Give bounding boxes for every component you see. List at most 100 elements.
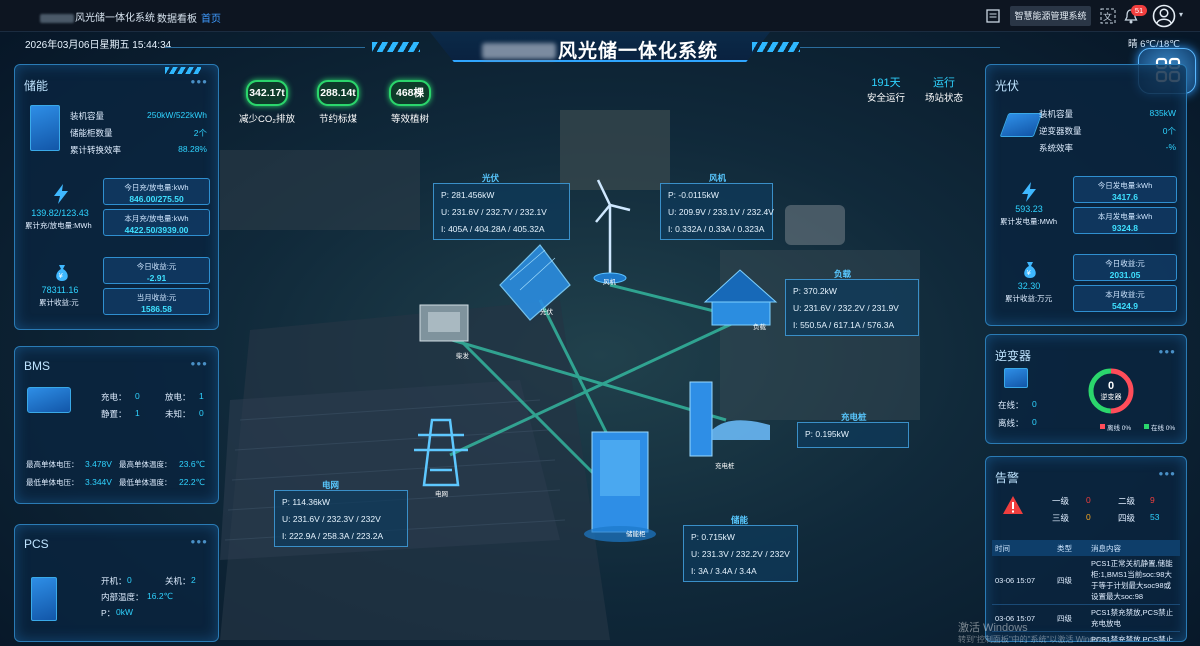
inverter-donut-chart: [1088, 368, 1134, 414]
bms-min-voltage-value: 3.344V: [85, 477, 112, 487]
panel-stripes: [165, 67, 201, 74]
pv-row-label: 逆变器数量: [1039, 126, 1082, 136]
header-stripes-left: [372, 42, 420, 52]
activation-watermark-title: 激活 Windows: [958, 622, 1028, 634]
storage-income-total-label: 累计收益:元: [39, 298, 79, 307]
system-switch-button[interactable]: 智慧能源管理系统: [1010, 6, 1091, 26]
pv-panel: 光伏 装机容量 835kW 逆变器数量 0个 系统效率 -% 593.23 累计…: [985, 64, 1187, 326]
pv-device-icon[interactable]: [499, 244, 571, 321]
table-row[interactable]: 03-06 15:07 四级 PCS1正常关机静置,储能柜:1,BMS1当前so…: [992, 556, 1180, 605]
legend-online-swatch: [1144, 424, 1149, 429]
inverter-online-value: 0: [1032, 399, 1037, 409]
pv-income-today-label: 今日收益:元: [1105, 259, 1145, 268]
legend-online: 在线 0%: [1151, 425, 1176, 432]
node-wind-info[interactable]: P: -0.0115kW U: 209.9V / 233.1V / 232.4V…: [660, 183, 774, 240]
storage-cabinet-device-icon[interactable]: [584, 431, 656, 542]
pv-month-label: 本月发电量:kWh: [1097, 212, 1153, 221]
node-load-info[interactable]: P: 370.2kW U: 231.6V / 232.2V / 231.9V I…: [785, 279, 919, 336]
alarm-l2-label: 二级: [1118, 496, 1136, 506]
table-row[interactable]: 03-06 15:05 四级 PCS1禁充禁放,PCS禁止充电放电: [992, 631, 1180, 641]
wind-turbine-icon[interactable]: [593, 179, 631, 284]
nav-item-home[interactable]: 首页: [201, 14, 221, 25]
node-pv-tag: 光伏: [482, 173, 500, 183]
pcs-temp-label: 内部温度：: [101, 592, 144, 602]
pv-today-box: 今日发电量:kWh 3417.6: [1073, 176, 1177, 203]
diesel-generator-icon[interactable]: [419, 304, 469, 342]
device-label-storage: 储能柜: [626, 531, 646, 538]
storage-row-value: 88.28%: [178, 144, 207, 154]
node-storage-tag: 储能: [731, 515, 749, 525]
table-row[interactable]: 03-06 15:07 四级 PCS1禁充禁放,PCS禁止充电放电: [992, 604, 1180, 632]
kpi-trees-label: 等效植树: [390, 114, 429, 125]
alarm-table-grid: 时间 类型 消息内容 03-06 15:07 四级 PCS1正常关机静置,储能柜…: [992, 540, 1180, 641]
charger-device-icon[interactable]: [689, 381, 770, 457]
storage-month-value: 4422.50/3939.00: [124, 225, 189, 235]
node-charger-info[interactable]: P: 0.195kW: [797, 422, 909, 448]
alarm-l1-label: 一级: [1052, 496, 1070, 506]
alarm-col-type: 类型: [1054, 540, 1088, 556]
header-line-left: [165, 47, 365, 48]
pv-income-today-value: 2031.05: [1109, 270, 1141, 280]
report-icon[interactable]: [986, 9, 1000, 23]
storage-row-label: 装机容量: [70, 111, 105, 121]
notification-badge: 51: [1131, 5, 1147, 16]
pcs-on-label: 开机：: [101, 576, 127, 586]
pcs-panel: PCS ●●● 开机： 0 关机： 2 内部温度： 16.2℃ P： 0kW: [14, 524, 219, 642]
weather: 晴 6℃/18℃: [1128, 39, 1180, 50]
storage-income-today-value: -2.91: [146, 273, 167, 283]
node-storage-current: I: 3A / 3.4A / 3.4A: [691, 566, 757, 576]
more-icon[interactable]: ●●●: [190, 77, 208, 86]
brand-redacted-logo: [40, 13, 74, 23]
more-icon[interactable]: ●●●: [190, 359, 208, 368]
pcs-power-label: P：: [101, 608, 116, 618]
nav-brand[interactable]: 风光储一体化系统: [40, 9, 155, 24]
pv-energy-total-label: 累计发电量:MWh: [1000, 217, 1058, 226]
bms-max-temp-label: 最高单体温度：: [119, 460, 172, 469]
user-avatar-icon[interactable]: [1152, 4, 1176, 28]
alarm-type: 四级: [1054, 631, 1088, 641]
more-icon[interactable]: ●●●: [190, 537, 208, 546]
storage-row-value: 2个: [193, 128, 207, 138]
bms-idle-value: 1: [135, 408, 140, 418]
node-pv-power: P: 281.456kW: [441, 190, 495, 200]
nav-item-dashboard[interactable]: 数据看板: [157, 14, 197, 25]
load-house-icon[interactable]: [703, 269, 778, 326]
bms-unknown-value: 0: [199, 408, 204, 418]
legend-offline: 离线 0%: [1107, 425, 1132, 432]
more-icon[interactable]: ●●●: [1158, 469, 1176, 478]
node-load-current: I: 550.5A / 617.1A / 576.3A: [793, 320, 895, 330]
pv-row-label: 系统效率: [1039, 143, 1074, 153]
more-icon[interactable]: ●●●: [1158, 347, 1176, 356]
alarm-l3-label: 三级: [1052, 513, 1070, 523]
chevron-down-icon[interactable]: ▾: [1179, 10, 1184, 19]
title-redacted-logo: [481, 43, 556, 59]
battery-icon: [27, 387, 71, 413]
bms-discharge-value: 1: [199, 391, 204, 401]
storage-income-month-label: 当月收益:元: [136, 293, 177, 302]
kpi-co2-label: 减少CO₂排放: [239, 114, 295, 125]
node-storage-info[interactable]: P: 0.715kW U: 231.3V / 232.2V / 232V I: …: [683, 525, 798, 582]
storage-income-month-box: 当月收益:元 1586.58: [103, 288, 210, 315]
lightning-icon: [1022, 182, 1036, 202]
pv-income-total-label: 累计收益:万元: [1005, 294, 1053, 303]
header-line-right: [800, 47, 1000, 48]
node-grid-info[interactable]: P: 114.36kW U: 231.6V / 232.3V / 232V I:…: [274, 490, 408, 547]
storage-cabinet-icon: [30, 105, 60, 151]
alarm-message: PCS1正常关机静置,储能柜:1,BMS1当前soc:98大于等于计划最大soc…: [1088, 556, 1180, 605]
node-storage-voltage: U: 231.3V / 232.2V / 232V: [691, 549, 790, 559]
svg-text:¥: ¥: [1027, 269, 1032, 277]
grid-tower-icon[interactable]: [414, 418, 468, 487]
storage-row-label: 储能柜数量: [70, 128, 113, 138]
top-nav-bar: 风光储一体化系统 数据看板 首页 智慧能源管理系统 文 51 ▾: [0, 0, 1200, 32]
alarm-type: 四级: [1054, 556, 1088, 605]
node-load-power: P: 370.2kW: [793, 286, 837, 296]
node-grid-tag: 电网: [322, 480, 340, 490]
node-pv-info[interactable]: P: 281.456kW U: 231.6V / 232.7V / 232.1V…: [433, 183, 570, 240]
bms-max-temp-value: 23.6℃: [179, 459, 206, 469]
storage-today-box: 今日充/放电量:kWh 846.00/275.50: [103, 178, 210, 205]
pv-income-month-box: 本月收益:元 5424.9: [1073, 285, 1177, 312]
translate-icon[interactable]: 文: [1100, 8, 1116, 24]
storage-row-label: 累计转换效率: [70, 145, 122, 155]
alarm-panel: 告警 ●●● 一级 0 二级 9 三级 0 四级 53 时间 类型 消息内容 0…: [985, 456, 1187, 642]
node-wind-current: I: 0.332A / 0.33A / 0.323A: [668, 224, 765, 234]
